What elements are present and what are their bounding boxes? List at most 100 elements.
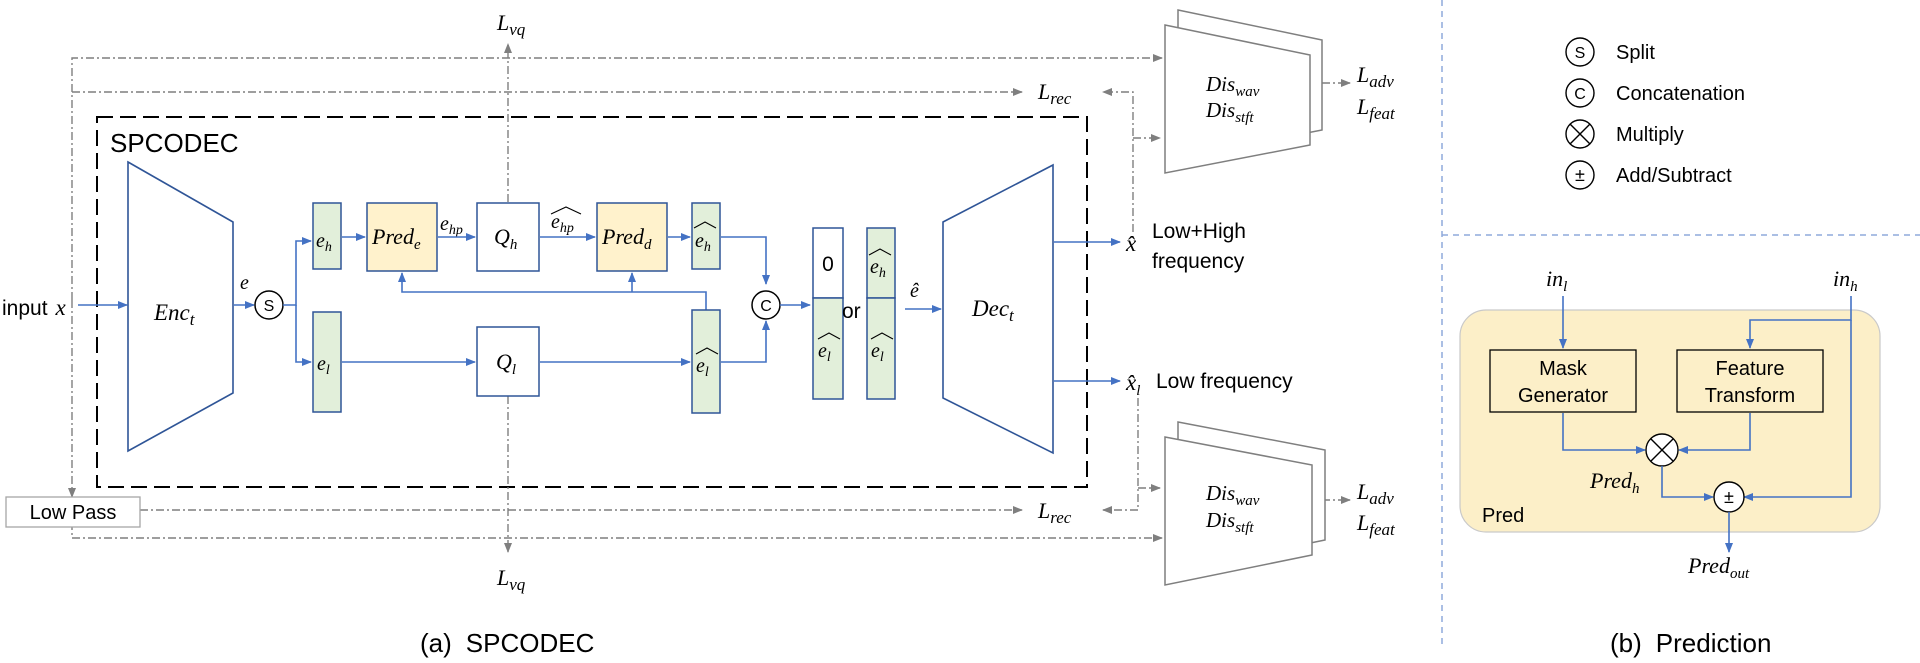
pred-module-label: Pred [1482, 505, 1524, 527]
legend-concat-symbol: C [1574, 86, 1586, 103]
out-low-text: Low frequency [1156, 370, 1293, 393]
pred-module-background [1459, 309, 1881, 533]
feature-transform-box [1676, 349, 1824, 413]
l-adv-top-label: Ladv [1356, 62, 1394, 91]
e-h-box [312, 202, 342, 270]
legend-multiply-cross-2 [1569, 123, 1591, 145]
q-l-label: Ql [496, 349, 516, 378]
split-node-label: S [264, 298, 275, 315]
pred-e-box [366, 202, 438, 272]
l-adv-bottom-label: Ladv [1356, 479, 1394, 508]
arrow-split-to-el [295, 305, 312, 366]
path-input-to-dis-top [71, 54, 1163, 300]
decoder-label: Dect [971, 296, 1015, 325]
decoder-trapezoid [942, 163, 1054, 455]
arrow-mask-to-multiply [1562, 413, 1646, 454]
low-pass-label: Low Pass [30, 502, 117, 524]
legend-concat-icon [1565, 78, 1595, 108]
e-label: e [240, 272, 249, 294]
latent-eh-hat-accent-2 [868, 248, 892, 256]
mask-generator-box [1489, 349, 1637, 413]
legend-addsub-icon [1565, 160, 1595, 190]
e-h-hat-accent [693, 221, 717, 229]
x-hat-symbol: x̂ [1125, 231, 1137, 256]
pred-out-label: Predout [1687, 553, 1750, 582]
q-h-label: Qh [494, 224, 517, 253]
in-h-label: inh [1833, 266, 1858, 295]
e-l-hat-box [691, 309, 721, 414]
legend-split-icon [1565, 37, 1595, 67]
l-vq-bottom-label: Lvq [496, 565, 526, 594]
caption-a: (a)SPCODEC [420, 628, 594, 658]
arrow-split-to-eh [283, 237, 312, 306]
caption-b: (b)Prediction [1610, 628, 1771, 658]
out-full-line2: frequency [1152, 250, 1245, 273]
mask-generator-line1: Mask [1539, 358, 1588, 380]
encoder-trapezoid [127, 160, 234, 453]
dis-bottom-wav-label: Diswav [1205, 481, 1260, 509]
path-lowpass-to-dis-bottom [71, 522, 1163, 542]
x-l-hat-symbol: x̂l [1125, 370, 1140, 399]
legend-concat-text: Concatenation [1616, 83, 1745, 105]
latent-eh-hat-box-2 [866, 227, 896, 299]
q-h-box [476, 202, 540, 272]
e-l-hat-label: el [696, 355, 709, 380]
l-vq-top-label: Lvq [496, 10, 526, 39]
e-hp-label: ehp [440, 213, 463, 238]
arrow-inh-to-addsub [1743, 320, 1852, 501]
e-hp-hat-label: ehp [551, 211, 574, 236]
dis-top-stft-label: Disstft [1205, 98, 1254, 126]
path-xlhat-to-lrec [1102, 398, 1139, 514]
addsub-node-symbol: ± [1724, 487, 1734, 507]
l-feat-top-label: Lfeat [1356, 94, 1396, 123]
or-label: or [842, 300, 861, 323]
dis-bottom-stft-label: Disstft [1205, 508, 1254, 536]
l-rec-top-label: Lrec [1037, 79, 1072, 108]
multiply-node-cross-2 [1650, 438, 1674, 462]
legend: S Split C Concatenation Multiply ± Add/S… [1565, 37, 1745, 190]
legend-addsub-symbol: ± [1575, 165, 1585, 185]
latent-el-hat-accent-1 [817, 332, 841, 340]
q-l-box [476, 326, 540, 397]
feature-transform-line1: Feature [1716, 358, 1785, 380]
pred-e-label: Prede [371, 224, 421, 253]
e-h-hat-box [691, 202, 721, 270]
mask-generator-line2: Generator [1518, 385, 1608, 407]
pred-d-label: Predd [601, 224, 652, 253]
dis-top-wav-label: Diswav [1205, 72, 1260, 100]
encoder-label: Enct [153, 300, 196, 329]
e-hp-hat-accent [550, 206, 582, 215]
latent-el-hat-accent-2 [870, 332, 894, 340]
e-l-hat-accent [695, 347, 719, 355]
discriminator-bottom-front [1164, 436, 1313, 586]
arrow-feature-to-multiply [1678, 413, 1751, 454]
l-rec-bottom-label: Lrec [1037, 498, 1072, 527]
latent-el-hat-box-1 [812, 297, 844, 400]
e-l-label: el [317, 353, 330, 378]
path-xhat-to-lrec [1102, 88, 1134, 232]
e-l-box [312, 311, 342, 413]
legend-split-text: Split [1616, 42, 1655, 64]
e-hat-label: ê [910, 280, 919, 302]
l-feat-bottom-label: Lfeat [1356, 510, 1396, 539]
out-full-line1: Low+High [1152, 220, 1246, 243]
pred-d-box [596, 202, 668, 272]
latent-el-hat-label-2: el [871, 340, 884, 365]
pred-h-label: Predh [1589, 468, 1639, 497]
feature-transform-line2: Transform [1705, 385, 1795, 407]
arrow-elhat-to-concat [721, 320, 770, 363]
e-h-hat-label: eh [695, 230, 711, 255]
latent-el-hat-box-2 [866, 297, 896, 400]
spcodec-block-title: SPCODEC [110, 128, 239, 158]
latent-zero-box [812, 227, 844, 299]
spcodec-block [96, 116, 1088, 488]
legend-split-symbol: S [1575, 45, 1586, 62]
arrow-multiply-to-addsub [1661, 466, 1714, 501]
latent-el-hat-label-1: el [818, 340, 831, 365]
latent-zero-label: 0 [822, 253, 834, 276]
arrow-inh-to-feature [1746, 296, 1852, 349]
legend-addsub-text: Add/Subtract [1616, 165, 1732, 187]
e-h-label: eh [316, 230, 332, 255]
